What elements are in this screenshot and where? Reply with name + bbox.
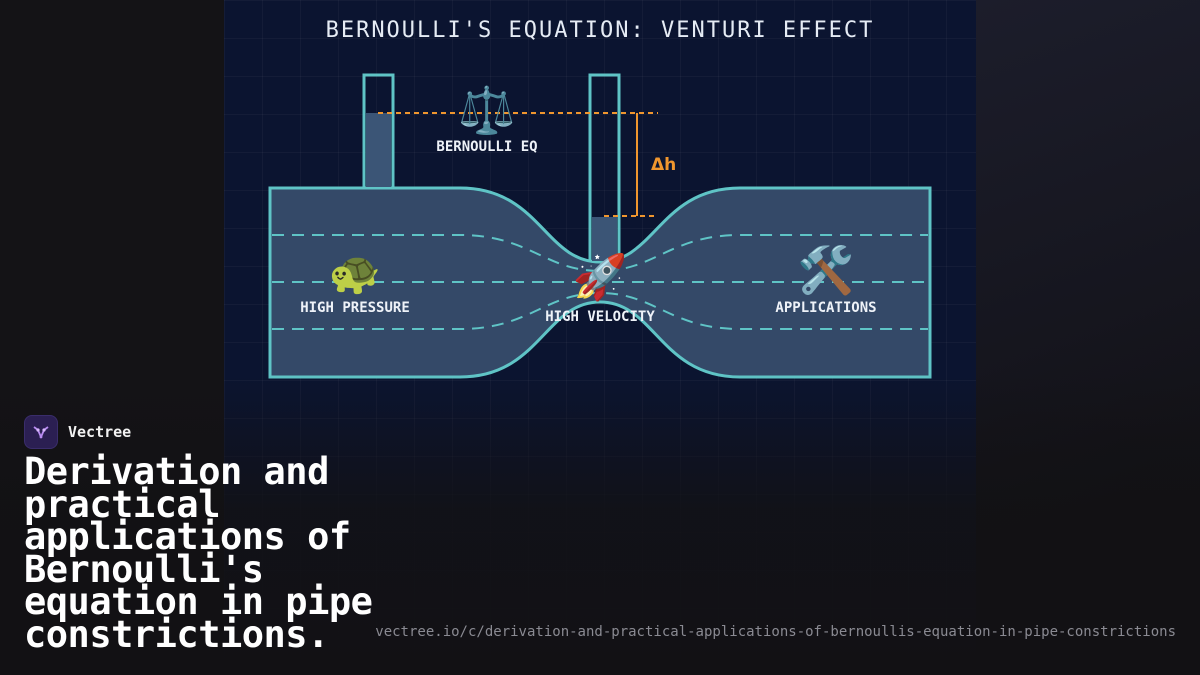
left-pressure-tube <box>362 73 395 188</box>
brand-name: Vectree <box>68 423 132 441</box>
scale-icon: ⚖️ <box>458 83 515 137</box>
tools-icon: 🛠️ <box>797 242 854 297</box>
delta-h-marker <box>378 112 658 217</box>
page-title: Derivation and practical applications of… <box>24 450 373 656</box>
streamlines <box>272 234 928 330</box>
vectree-logo-icon <box>24 415 58 449</box>
label-bernoulli-eq: BERNOULLI EQ <box>436 139 537 155</box>
turtle-icon: 🐢 <box>329 248 381 297</box>
label-high-pressure: HIGH PRESSURE <box>300 300 410 316</box>
rocket-icon: 🚀 <box>573 252 628 303</box>
page-url[interactable]: vectree.io/c/derivation-and-practical-ap… <box>375 624 1176 640</box>
label-high-velocity: HIGH VELOCITY <box>545 309 655 325</box>
diagram-title: BERNOULLI'S EQUATION: VENTURI EFFECT <box>325 18 875 43</box>
brand[interactable]: Vectree <box>24 415 131 449</box>
bottom-fade-overlay <box>0 375 1200 675</box>
right-pressure-tube <box>588 73 621 262</box>
delta-h-label: Δh <box>651 155 676 175</box>
label-applications: APPLICATIONS <box>775 300 876 316</box>
